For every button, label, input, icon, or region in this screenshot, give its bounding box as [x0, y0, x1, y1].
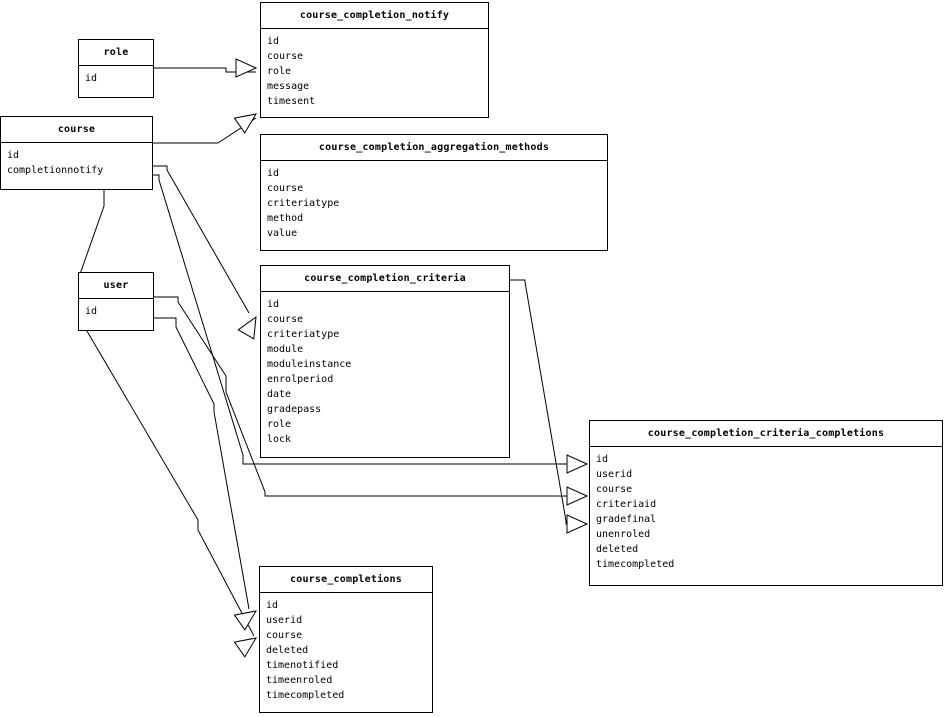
entity-field-list: id — [79, 66, 153, 90]
entity-field: id — [7, 150, 20, 161]
entity-field: id — [267, 299, 280, 310]
entity-field: date — [267, 389, 292, 400]
entity-title: course_completions — [260, 567, 432, 593]
arrowhead-arrow-ccc-id — [566, 454, 589, 474]
entity-field: deleted — [266, 645, 309, 656]
entity-field: id — [85, 306, 98, 317]
entity-title: course_completion_criteria — [261, 266, 509, 292]
entity-role[interactable]: role id — [78, 39, 154, 98]
entity-field: moduleinstance — [267, 359, 352, 370]
entity-field: course — [267, 51, 304, 62]
arrowhead-arrow-notify-timesent — [233, 113, 257, 134]
entity-field: course — [596, 484, 633, 495]
arrowhead-arrow-ccc-course — [566, 486, 589, 506]
entity-field-list: id userid course criteriaid gradefinal unenro… — [590, 447, 942, 576]
entity-title: course_completion_notify — [261, 3, 488, 29]
relationship-line-user-to-course-completions-userid — [154, 317, 250, 610]
entity-field-list: id course criteriatype module moduleinstance… — [261, 292, 509, 451]
relationship-line-course-to-notify-course — [153, 117, 257, 144]
entity-field: role — [267, 66, 292, 77]
entity-field: id — [267, 168, 280, 179]
relationship-line-role-to-notify-role — [154, 67, 256, 73]
entity-field: timesent — [267, 96, 316, 107]
entity-title: course_completion_criteria_completions — [590, 421, 942, 447]
entity-field: value — [267, 228, 298, 239]
arrowhead-arrow-completions-userid — [233, 637, 257, 658]
entity-field: criteriaid — [596, 499, 657, 510]
entity-title: course_completion_aggregation_methods — [261, 135, 607, 161]
entity-field: role — [267, 419, 292, 430]
entity-title: course — [1, 117, 152, 143]
entity-field: criteriatype — [267, 198, 340, 209]
entity-field: course — [266, 630, 303, 641]
entity-field: id — [267, 36, 280, 47]
entity-field: id — [596, 454, 609, 465]
entity-field: timeenroled — [266, 675, 333, 686]
entity-field: enrolperiod — [267, 374, 334, 385]
entity-field: id — [85, 73, 98, 84]
relationship-line-course-to-aggregation-course — [153, 165, 250, 314]
entity-field: userid — [266, 615, 303, 626]
entity-field-list: id userid course deleted timenotified timeenr… — [260, 593, 432, 707]
entity-field: method — [267, 213, 304, 224]
entity-field-list: id — [79, 299, 153, 323]
entity-user[interactable]: user id — [78, 272, 154, 331]
relationship-line-criteria-to-criteria-completions-criteriaid — [510, 279, 583, 525]
arrowhead-arrow-completions-id — [233, 610, 257, 631]
entity-field: gradepass — [267, 404, 322, 415]
entity-field: completionnotify — [7, 165, 104, 176]
entity-field: course — [267, 314, 304, 325]
entity-field: criteriatype — [267, 329, 340, 340]
entity-field: timecompleted — [266, 690, 345, 701]
relationship-line-course-to-completions-course — [78, 190, 255, 637]
entity-field: id — [266, 600, 279, 611]
entity-field-list: id course role message timesent — [261, 29, 488, 113]
entity-field: lock — [267, 434, 292, 445]
entity-field-list: id completionnotify — [1, 143, 152, 182]
entity-field: unenroled — [596, 529, 651, 540]
entity-field: module — [267, 344, 304, 355]
entity-field: deleted — [596, 544, 639, 555]
entity-title: role — [79, 40, 153, 66]
entity-title: user — [79, 273, 153, 299]
entity-course[interactable]: course id completionnotify — [0, 116, 153, 190]
entity-field-list: id course criteriatype method value — [261, 161, 607, 245]
entity-field: userid — [596, 469, 633, 480]
entity-field: course — [267, 183, 304, 194]
entity-field: timenotified — [266, 660, 339, 671]
arrowhead-arrow-ccc-gradefinal — [566, 514, 589, 534]
arrowhead-arrow-notify-role — [235, 58, 258, 78]
entity-field: message — [267, 81, 310, 92]
entity-field: gradefinal — [596, 514, 657, 525]
entity-field: timecompleted — [596, 559, 675, 570]
